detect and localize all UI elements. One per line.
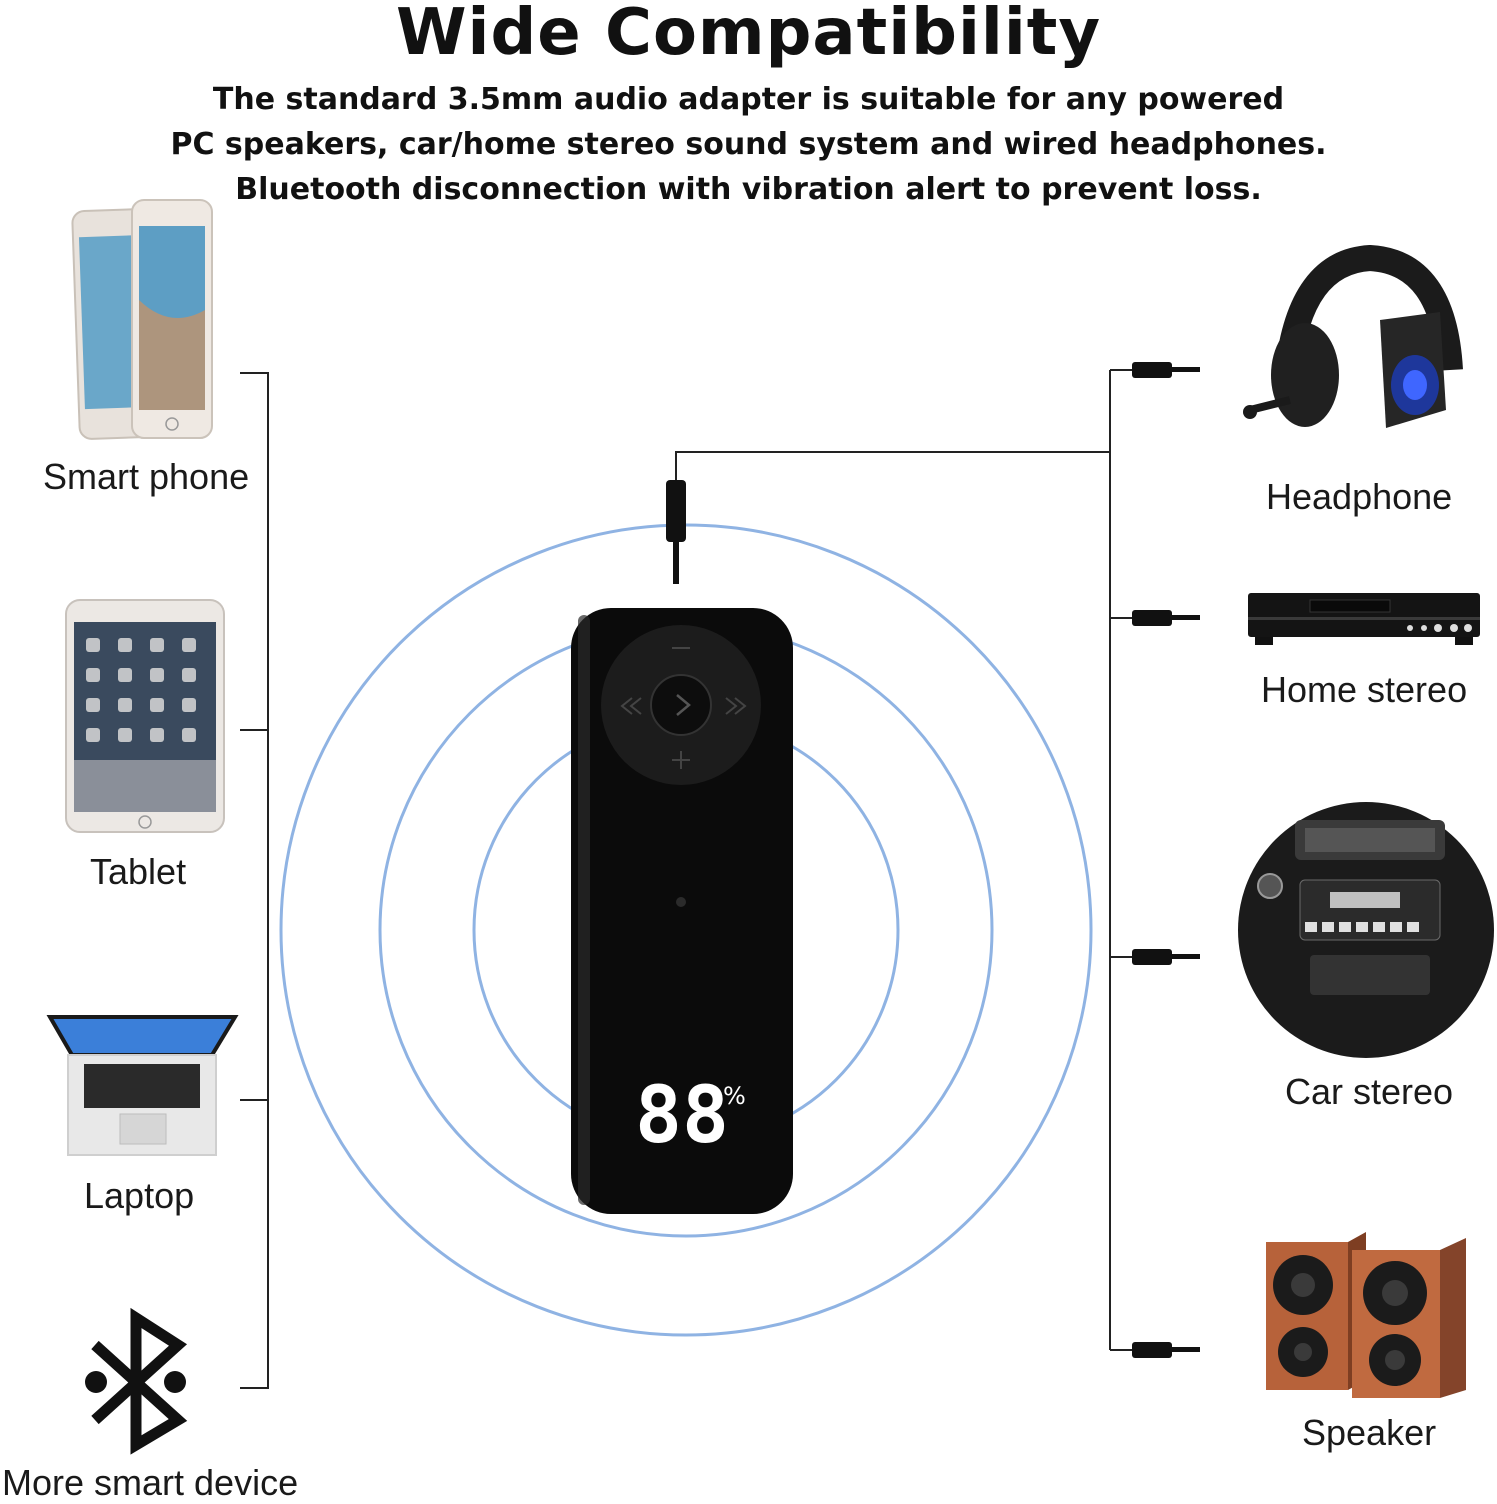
source-label-laptop: Laptop (84, 1175, 195, 1216)
subtitle-line-2: PC speakers, car/home stereo sound syste… (170, 127, 1327, 162)
speaker-icon (1266, 1232, 1466, 1398)
device-jack-plug-icon (666, 480, 686, 584)
bluetooth-icon (85, 1307, 188, 1455)
home-stereo-icon (1248, 593, 1480, 645)
bluetooth-receiver-device: 88 % (571, 608, 793, 1214)
tablet-icon (65, 599, 225, 833)
play-button-icon (650, 674, 712, 736)
jack-plugs (1132, 362, 1200, 1358)
output-bracket (675, 369, 1135, 1351)
source-label-tablet: Tablet (90, 851, 187, 892)
headphone-icon (1243, 244, 1463, 428)
car-stereo-icon (1238, 802, 1494, 1058)
previous-track-icon (620, 697, 642, 715)
output-label-car-stereo: Car stereo (1285, 1071, 1454, 1112)
subtitle-line-1: The standard 3.5mm audio adapter is suit… (212, 82, 1285, 117)
battery-display-unit: % (723, 1082, 746, 1110)
page-title: Wide Compatibility (395, 0, 1102, 70)
battery-display: 88 (635, 1071, 729, 1161)
jack-plug-icon (1132, 949, 1200, 965)
next-track-icon (725, 697, 747, 715)
volume-up-icon (672, 751, 690, 769)
subtitle-line-3: Bluetooth disconnection with vibration a… (235, 172, 1262, 207)
jack-plug-icon (1132, 610, 1200, 626)
output-label-headphone: Headphone (1266, 476, 1453, 517)
smartphone-icon (71, 199, 213, 440)
source-label-smartphone: Smart phone (43, 456, 250, 497)
source-bracket (240, 372, 269, 1389)
laptop-icon (46, 1015, 239, 1156)
source-label-more-devices: More smart device (2, 1462, 299, 1503)
microphone-hole (676, 897, 686, 907)
output-label-home-stereo: Home stereo (1261, 669, 1468, 710)
jack-plug-icon (1132, 1342, 1200, 1358)
output-label-speaker: Speaker (1302, 1412, 1437, 1453)
jack-plug-icon (1132, 362, 1200, 378)
